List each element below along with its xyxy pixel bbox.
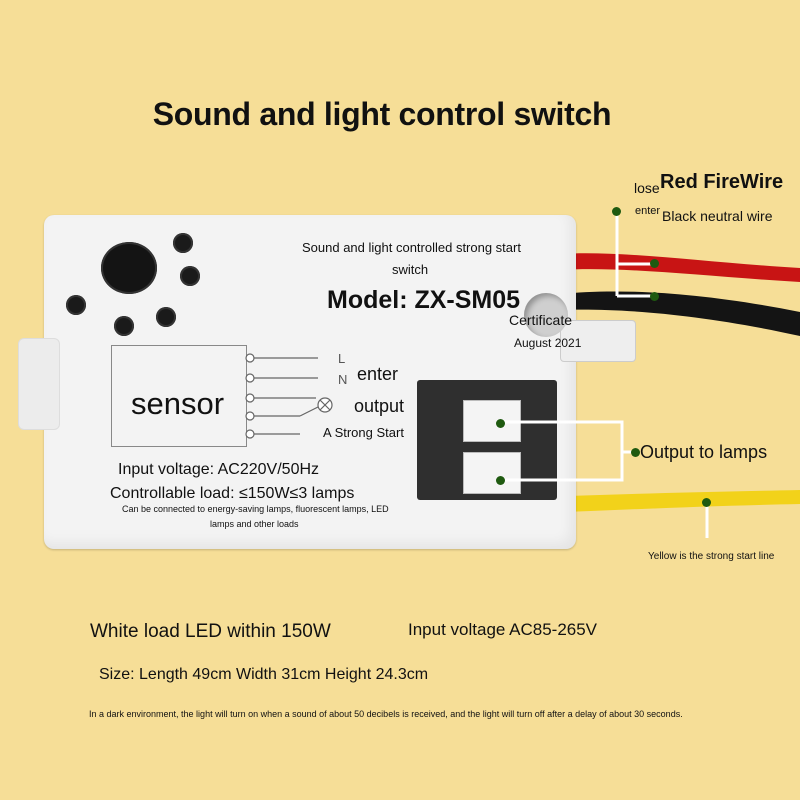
- terminal-connector: [463, 452, 521, 494]
- enter-small-label: enter: [635, 205, 661, 217]
- marker-dot: [496, 476, 505, 485]
- terminal-L: L: [338, 351, 346, 366]
- operation-note: In a dark environment, the light will tu…: [89, 709, 683, 719]
- marker-dot: [612, 207, 621, 216]
- white-load-label: White load LED within 150W: [90, 621, 331, 642]
- mic-hole: [180, 266, 200, 286]
- mic-hole: [66, 295, 86, 315]
- output-callout: [500, 420, 635, 482]
- yellow-wire: [540, 490, 800, 513]
- device-heading-2: switch: [392, 262, 429, 277]
- certificate-label: Certificate: [509, 312, 573, 328]
- compat-note-2: lamps and other loads: [210, 519, 299, 529]
- controllable-load-label: Controllable load: ≤150W≤3 lamps: [110, 485, 355, 502]
- terminal-diagram: [245, 353, 333, 439]
- size-label: Size: Length 49cm Width 31cm Height 24.3…: [99, 666, 429, 683]
- strong-start-label: A Strong Start: [323, 425, 404, 440]
- model-number: Model: ZX-SM05: [327, 286, 521, 314]
- input-range-label: Input voltage AC85-265V: [408, 620, 598, 639]
- black-wire: [560, 291, 800, 336]
- device-heading: Sound and light controlled strong start: [302, 240, 521, 255]
- mounting-ear-right: [560, 320, 636, 362]
- red-wire: [560, 253, 800, 282]
- marker-dot: [631, 448, 640, 457]
- marker-dot: [702, 498, 711, 507]
- mount-screw: [524, 293, 568, 337]
- enter-label: enter: [357, 364, 399, 384]
- compat-note-1: Can be connected to energy-saving lamps,…: [122, 504, 389, 514]
- mic-hole: [173, 233, 193, 253]
- black-wire-label: Black neutral wire: [662, 208, 773, 224]
- light-sensor-window: [101, 242, 157, 294]
- page-title: Sound and light control switch: [152, 96, 612, 132]
- output-to-lamps-label: Output to lamps: [640, 442, 768, 462]
- marker-dot: [650, 259, 659, 268]
- mic-hole: [114, 316, 134, 336]
- yellow-wire-label: Yellow is the strong start line: [648, 551, 775, 562]
- lose-label: lose: [634, 180, 660, 196]
- date-label: August 2021: [514, 336, 582, 350]
- mounting-ear-left: [18, 338, 60, 430]
- mic-hole: [156, 307, 176, 327]
- red-wire-label: Red FireWire: [660, 171, 784, 193]
- sensor-label: sensor: [131, 386, 225, 421]
- output-label: output: [354, 396, 405, 416]
- input-voltage-label: Input voltage: AC220V/50Hz: [118, 461, 320, 478]
- marker-dot: [496, 419, 505, 428]
- marker-dot: [650, 292, 659, 301]
- terminal-N: N: [338, 372, 348, 387]
